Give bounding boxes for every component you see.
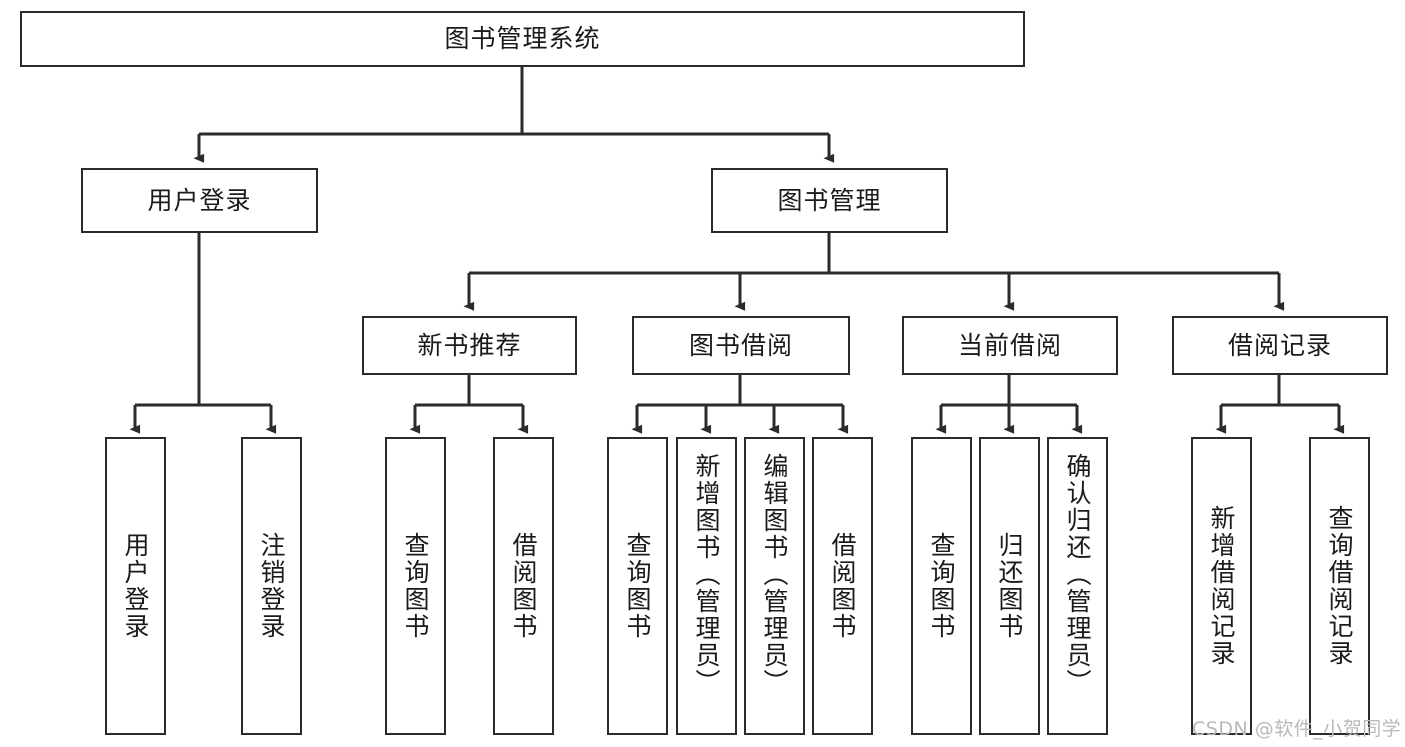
node-user-login[interactable]: 用户登录 xyxy=(81,168,318,233)
node-user-login-label: 用户登录 xyxy=(147,185,252,215)
node-leaf-confirm-return-label: 确认归还（管理员） xyxy=(1063,453,1092,696)
node-leaf-edit-book-label: 编辑图书（管理员） xyxy=(760,453,789,696)
node-borrow-record-label: 借阅记录 xyxy=(1227,330,1332,360)
node-book-borrow[interactable]: 图书借阅 xyxy=(632,316,850,375)
node-borrow-record[interactable]: 借阅记录 xyxy=(1172,316,1388,375)
node-leaf-return-book-label: 归还图书 xyxy=(995,532,1024,640)
node-leaf-return-book[interactable]: 归还图书 xyxy=(979,437,1040,735)
node-leaf-borrow-book-1-label: 借阅图书 xyxy=(509,532,538,640)
node-leaf-query-book-2[interactable]: 查询图书 xyxy=(607,437,668,735)
node-book-manage[interactable]: 图书管理 xyxy=(711,168,948,233)
node-leaf-edit-book[interactable]: 编辑图书（管理员） xyxy=(744,437,805,735)
node-book-borrow-label: 图书借阅 xyxy=(688,330,793,360)
node-book-manage-label: 图书管理 xyxy=(777,185,882,215)
node-leaf-query-book-1-label: 查询图书 xyxy=(401,532,430,640)
node-root-label: 图书管理系统 xyxy=(444,24,601,54)
node-leaf-add-book[interactable]: 新增图书（管理员） xyxy=(676,437,737,735)
csdn-watermark: CSDN @软件_小贺同学 xyxy=(1192,718,1402,740)
node-leaf-confirm-return[interactable]: 确认归还（管理员） xyxy=(1047,437,1108,735)
node-leaf-borrow-book-2[interactable]: 借阅图书 xyxy=(812,437,873,735)
node-leaf-query-record-label: 查询借阅记录 xyxy=(1325,505,1354,667)
node-leaf-add-book-label: 新增图书（管理员） xyxy=(692,453,721,696)
node-leaf-user-login-label: 用户登录 xyxy=(121,532,150,640)
node-current-borrow[interactable]: 当前借阅 xyxy=(902,316,1118,375)
node-leaf-user-logout[interactable]: 注销登录 xyxy=(241,437,302,735)
node-new-book-recommend[interactable]: 新书推荐 xyxy=(362,316,577,375)
node-leaf-query-book-3-label: 查询图书 xyxy=(927,532,956,640)
node-leaf-borrow-book-1[interactable]: 借阅图书 xyxy=(493,437,554,735)
node-leaf-add-record-label: 新增借阅记录 xyxy=(1207,505,1236,667)
node-leaf-user-login[interactable]: 用户登录 xyxy=(105,437,166,735)
node-leaf-user-logout-label: 注销登录 xyxy=(257,532,286,640)
node-leaf-add-record[interactable]: 新增借阅记录 xyxy=(1191,437,1252,735)
node-leaf-query-book-1[interactable]: 查询图书 xyxy=(385,437,446,735)
node-new-book-recommend-label: 新书推荐 xyxy=(417,330,522,360)
node-leaf-query-book-2-label: 查询图书 xyxy=(623,532,652,640)
node-leaf-query-record[interactable]: 查询借阅记录 xyxy=(1309,437,1370,735)
node-current-borrow-label: 当前借阅 xyxy=(957,330,1062,360)
node-root[interactable]: 图书管理系统 xyxy=(20,11,1025,67)
node-leaf-query-book-3[interactable]: 查询图书 xyxy=(911,437,972,735)
node-leaf-borrow-book-2-label: 借阅图书 xyxy=(828,532,857,640)
